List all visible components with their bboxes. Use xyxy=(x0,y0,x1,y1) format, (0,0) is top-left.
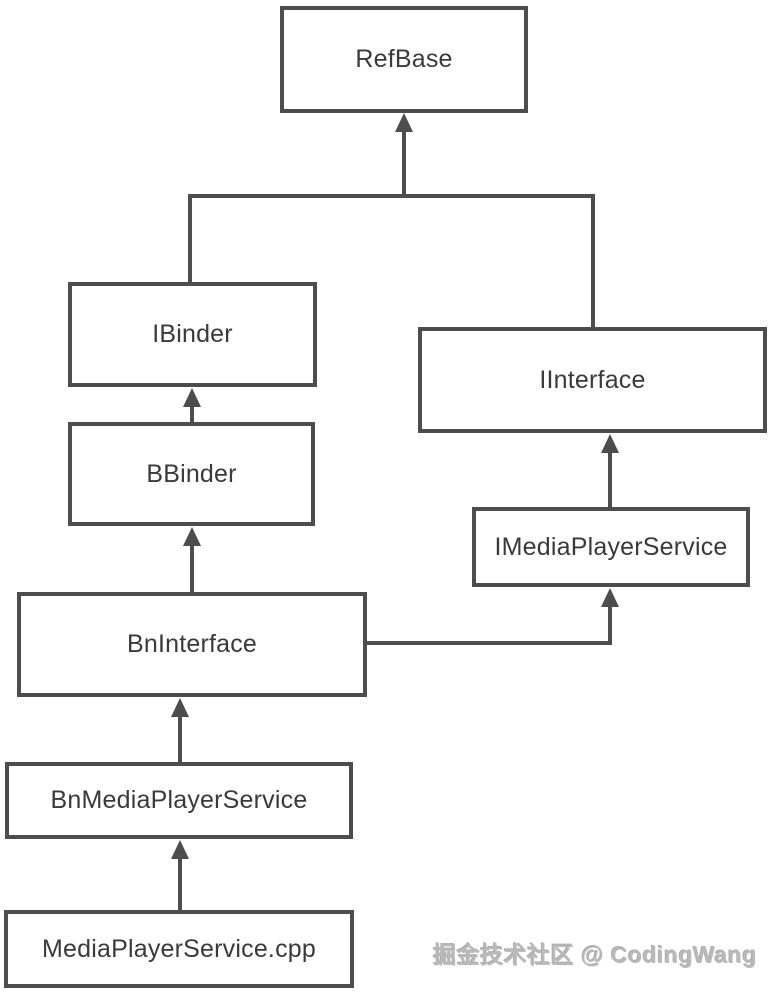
edge-bninterface-imediaplayerservice-vertical-line xyxy=(608,601,612,645)
edge-ibinder-junction-line xyxy=(188,196,192,284)
node-refbase: RefBase xyxy=(280,6,528,113)
node-bnmediaplayerservice: BnMediaPlayerService xyxy=(5,762,353,839)
edge-bninterface-imediaplayerservice-horizontal-line xyxy=(367,641,612,645)
node-imediaplayerservice: IMediaPlayerService xyxy=(472,507,750,587)
edge-junction-horizontal-line xyxy=(188,194,595,198)
arrowhead-bninterface-icon xyxy=(171,698,189,717)
edge-bnmediaplayerservice-bninterface-line xyxy=(178,712,182,764)
edge-iinterface-junction-line xyxy=(591,196,595,329)
arrowhead-bbinder-icon xyxy=(183,527,201,546)
edge-junction-refbase-line xyxy=(402,128,406,198)
node-ibinder: IBinder xyxy=(68,282,317,387)
edge-imediaplayerservice-iinterface-line xyxy=(608,448,612,509)
edge-bbinder-ibinder-line xyxy=(190,402,194,424)
node-mediaplayerservice-cpp: MediaPlayerService.cpp xyxy=(4,910,354,988)
arrowhead-imediaplayerservice-icon xyxy=(601,588,619,607)
arrowhead-refbase-icon xyxy=(395,113,413,132)
watermark-text: 掘金技术社区 @ CodingWang xyxy=(433,942,757,968)
node-bninterface: BnInterface xyxy=(17,592,367,697)
arrowhead-iinterface-icon xyxy=(601,434,619,453)
arrowhead-ibinder-icon xyxy=(183,388,201,407)
node-iinterface: IInterface xyxy=(418,327,767,433)
edge-mediaplayerservice-bnmediaplayerservice-line xyxy=(178,854,182,912)
node-bbinder: BBinder xyxy=(68,422,315,526)
edge-bninterface-bbinder-line xyxy=(190,541,194,594)
arrowhead-bnmediaplayerservice-icon xyxy=(171,840,189,859)
